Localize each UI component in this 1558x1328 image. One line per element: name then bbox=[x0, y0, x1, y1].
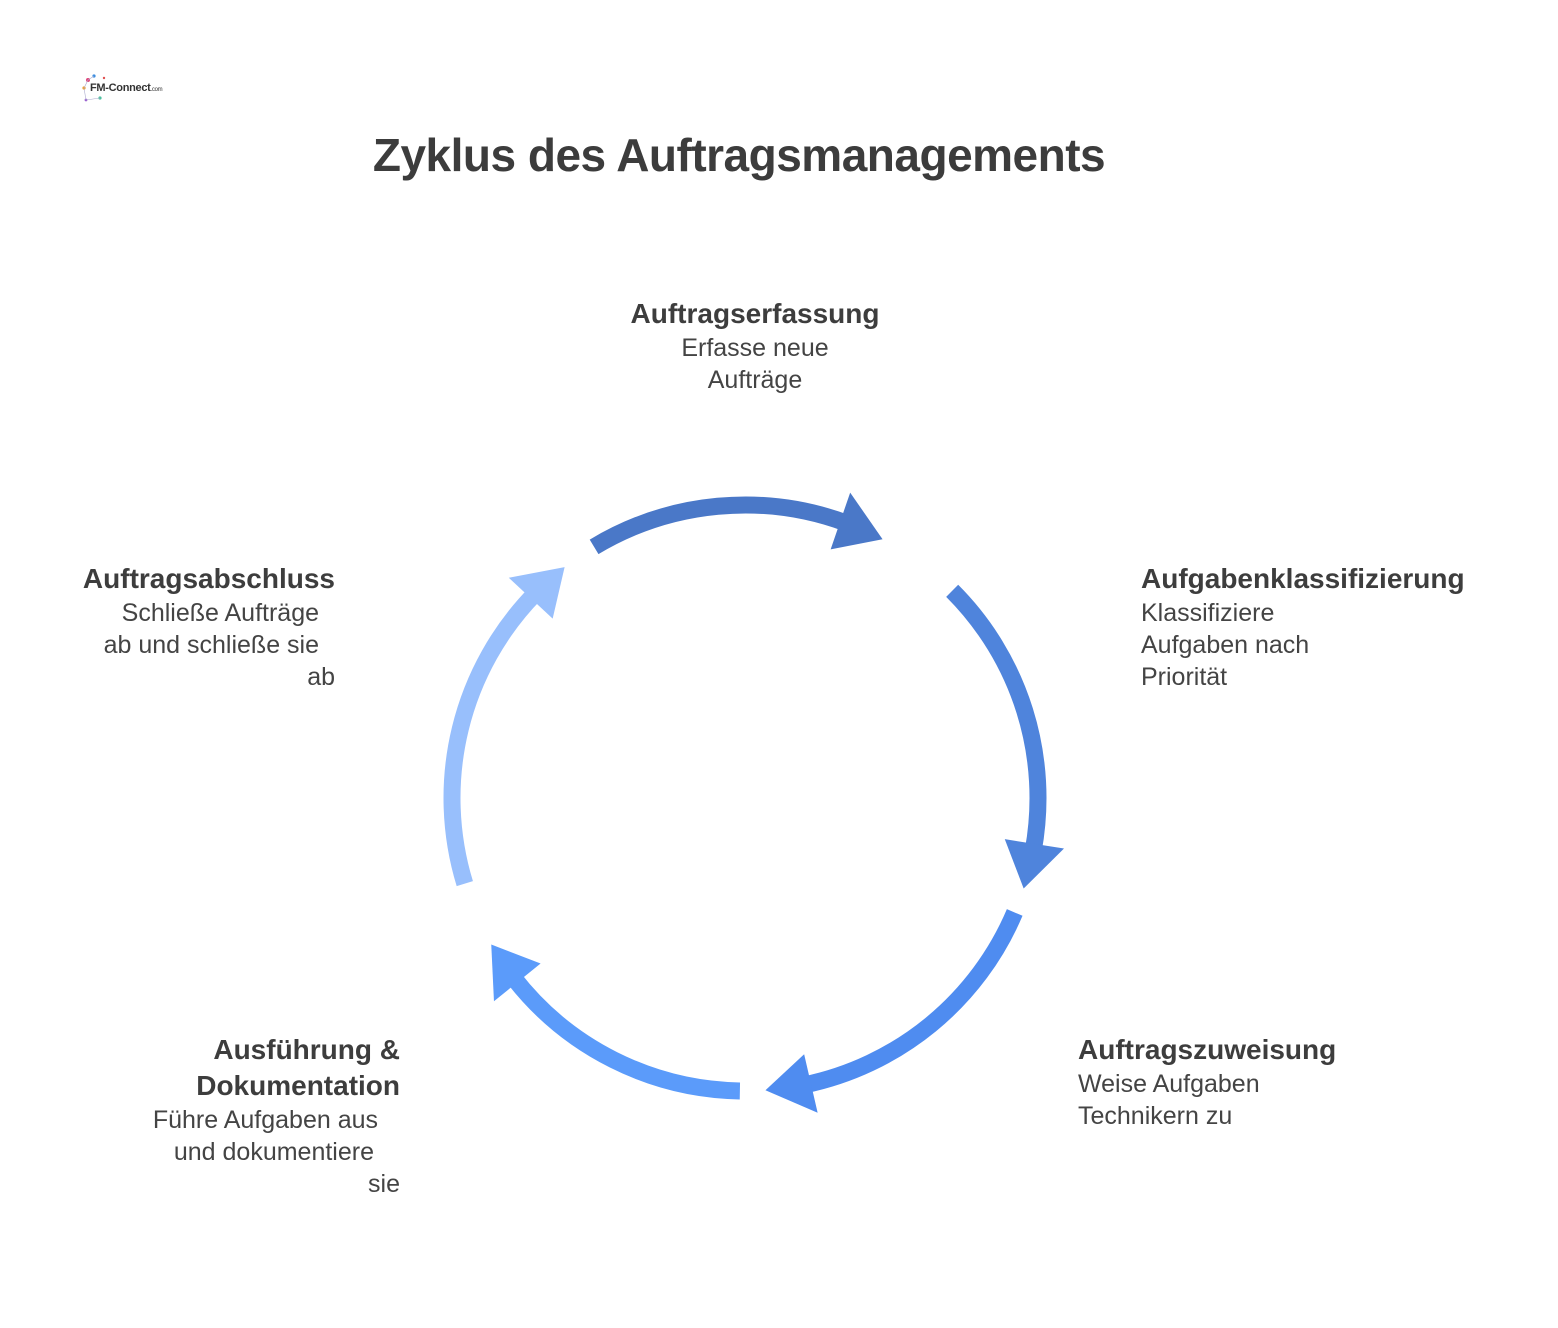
step-title: Auftragserfassung bbox=[630, 298, 880, 329]
step-description-line: sie bbox=[368, 1170, 400, 1198]
step-title: Auftragszuweisung bbox=[1078, 1034, 1337, 1065]
arrow-head bbox=[1004, 839, 1065, 889]
arrow-auftragserfassung bbox=[589, 492, 883, 555]
step-title-line: Ausführung & bbox=[213, 1034, 400, 1065]
step-description-line: Schließe Aufträge bbox=[121, 599, 319, 627]
arrow-shaft bbox=[802, 909, 1023, 1094]
arrow-head bbox=[830, 492, 883, 550]
step-title: Aufgabenklassifizierung bbox=[1141, 563, 1465, 594]
arrow-ausfuehrung-dokumentation bbox=[491, 944, 741, 1100]
arrow-auftragszuweisung bbox=[765, 909, 1023, 1113]
step-description-line: ab bbox=[307, 663, 335, 691]
arrow-head bbox=[765, 1054, 818, 1113]
step-description-line: Weise Aufgaben bbox=[1078, 1070, 1260, 1098]
page-title: Zyklus des Auftragsmanagements bbox=[372, 129, 1106, 181]
arrow-head bbox=[508, 567, 565, 619]
step-title-line: Dokumentation bbox=[196, 1070, 400, 1101]
step-description-line: Aufgaben nach bbox=[1141, 631, 1310, 659]
logo-graphic bbox=[82, 74, 106, 102]
step-description-line: Priorität bbox=[1141, 663, 1228, 691]
step-description-line: und dokumentiere bbox=[173, 1138, 374, 1166]
step-description-line: Technikern zu bbox=[1078, 1102, 1233, 1130]
step-auftragsabschluss: Auftragsabschluss Schließe Aufträge ab u… bbox=[30, 561, 335, 693]
arrow-aufgabenklassifizierung bbox=[946, 584, 1065, 889]
step-description-line: ab und schließe sie bbox=[103, 631, 319, 659]
step-description-line: Klassifiziere bbox=[1141, 599, 1275, 627]
step-description-line: Erfasse neue bbox=[681, 334, 829, 362]
arrow-head bbox=[491, 944, 541, 1002]
arrow-shaft bbox=[506, 971, 741, 1100]
step-title: Auftragsabschluss bbox=[82, 563, 335, 594]
arrow-shaft bbox=[443, 587, 542, 887]
arrow-shaft bbox=[589, 496, 850, 555]
step-auftragszuweisung: Auftragszuweisung Weise Aufgaben Technik… bbox=[1078, 1032, 1398, 1132]
step-aufgabenklassifizierung: Aufgabenklassifizierung Klassifiziere Au… bbox=[1141, 561, 1521, 693]
step-description-line: Aufträge bbox=[707, 366, 803, 394]
step-auftragserfassung: Auftragserfassung Erfasse neue Aufträge bbox=[605, 296, 905, 396]
step-description-line: Führe Aufgaben aus bbox=[152, 1106, 378, 1134]
step-ausfuehrung-dokumentation: Ausführung & Dokumentation Führe Aufgabe… bbox=[80, 1032, 400, 1200]
arrow-auftragsabschluss bbox=[443, 567, 565, 887]
arrow-shaft bbox=[946, 584, 1047, 853]
company-logo: FM-Connect.com bbox=[78, 70, 163, 110]
logo-text: FM-Connect.com bbox=[90, 82, 163, 94]
